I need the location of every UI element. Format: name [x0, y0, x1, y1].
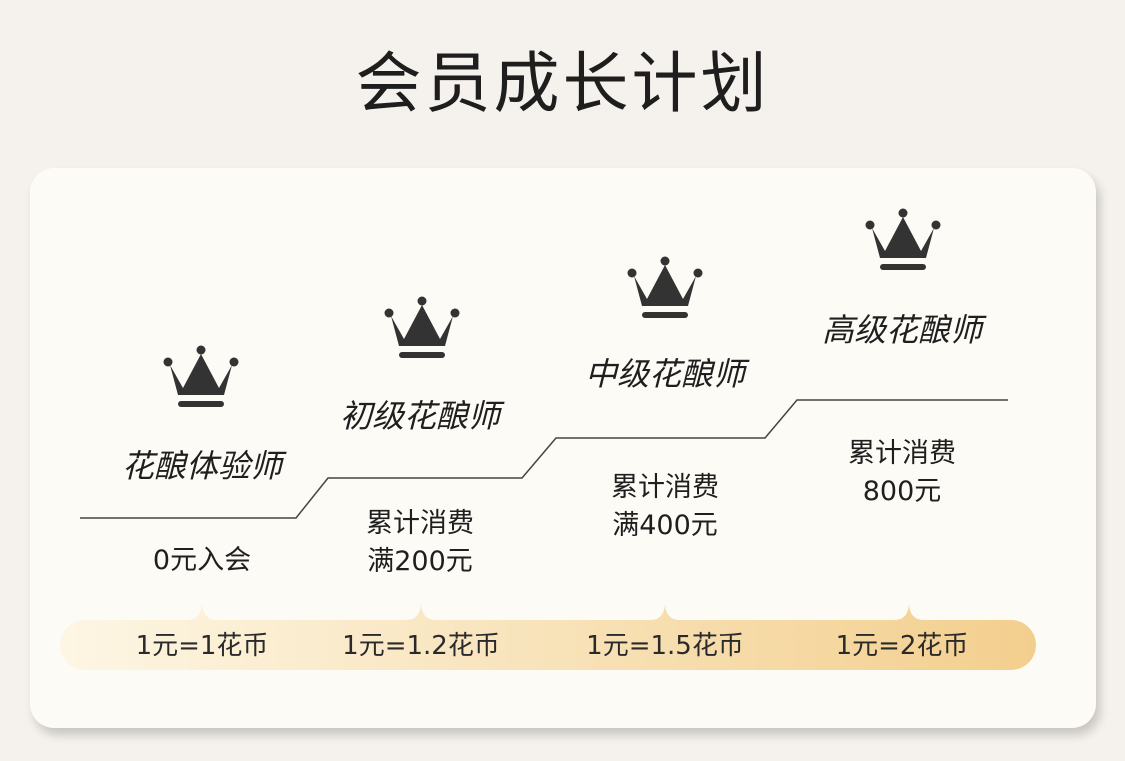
crown-icon: [384, 296, 460, 360]
rate-bar: [60, 600, 1036, 672]
crown-icon: [163, 345, 239, 409]
rate-text: 1元=2花币: [835, 631, 969, 661]
page-title: 会员成长计划: [355, 45, 770, 122]
level-name: 花酿体验师: [121, 447, 282, 485]
level-requirement: 累计消费 800元: [782, 435, 1022, 511]
requirement-line: 满200元: [367, 546, 473, 577]
crown-icon: [627, 256, 703, 320]
level-requirement: 0元入会: [82, 542, 322, 580]
requirement-line: 满400元: [612, 510, 718, 541]
level-name: 高级花酿师: [821, 311, 982, 349]
requirement-line: 0元入会: [152, 545, 252, 576]
level-requirement: 累计消费 满400元: [545, 469, 785, 545]
requirement-line: 累计消费: [611, 472, 719, 503]
rate-text: 1元=1花币: [135, 631, 269, 661]
requirement-line: 800元: [862, 476, 942, 507]
crown-icon: [865, 208, 941, 272]
rate-text: 1元=1.2花币: [342, 631, 500, 661]
requirement-line: 累计消费: [848, 438, 956, 469]
rate-text: 1元=1.5花币: [586, 631, 744, 661]
level-name: 中级花酿师: [584, 355, 745, 393]
level-requirement: 累计消费 满200元: [300, 505, 540, 581]
requirement-line: 累计消费: [366, 508, 474, 539]
level-name: 初级花酿师: [339, 397, 500, 435]
